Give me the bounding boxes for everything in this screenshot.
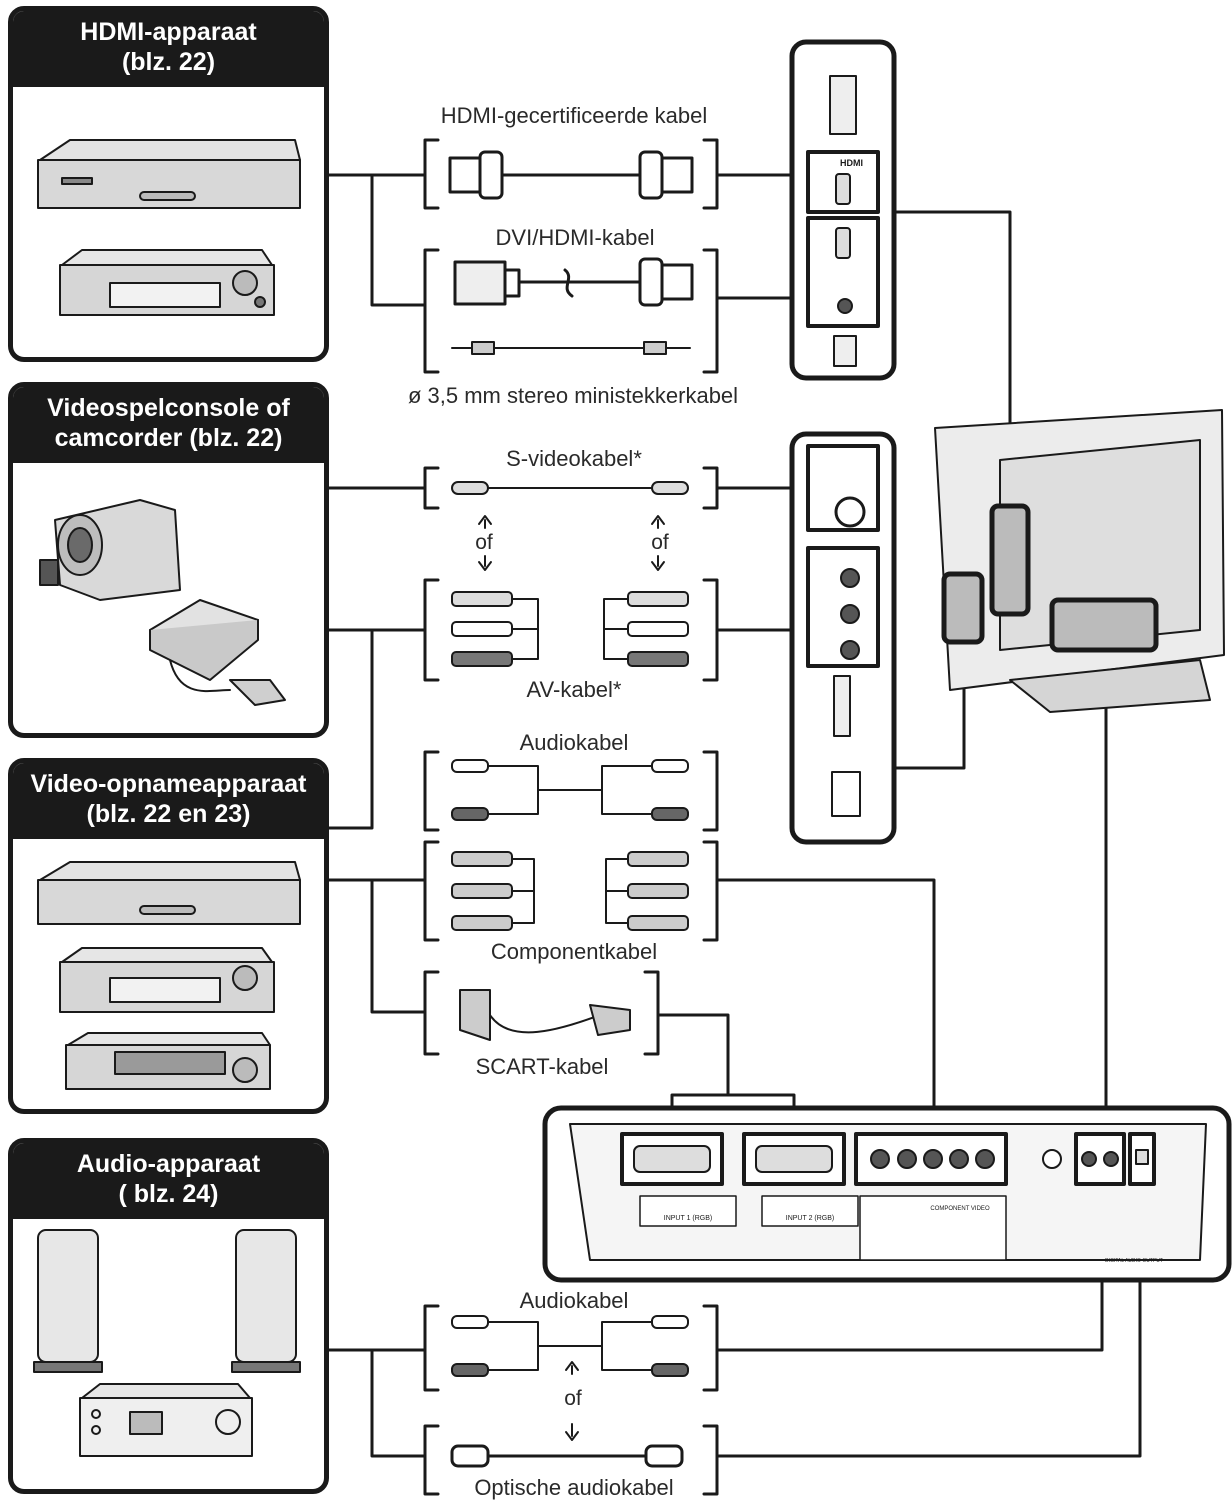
cable-brackets bbox=[423, 138, 719, 1496]
speaker-right-illustration bbox=[231, 1229, 301, 1373]
camcorder-illustration bbox=[39, 499, 181, 601]
scart-cable-drawing bbox=[459, 989, 631, 1041]
audio-top-cable-drawing bbox=[451, 759, 689, 821]
input1-label: INPUT 1 (RGB) bbox=[664, 1215, 713, 1222]
hdmi-device-title: HDMI-apparaat (blz. 22) bbox=[13, 11, 324, 87]
stereo-mini-cable-drawing bbox=[451, 341, 691, 355]
av-receiver-2-illustration bbox=[59, 947, 275, 1013]
audio-device-title: Audio-apparaat ( blz. 24) bbox=[13, 1143, 324, 1219]
game-console-illustration bbox=[149, 599, 286, 706]
game-console-title: Videospelconsole of camcorder (blz. 22) bbox=[13, 387, 324, 463]
audio-device-box: Audio-apparaat ( blz. 24) bbox=[8, 1138, 329, 1494]
hdmi-cable-drawing bbox=[448, 150, 694, 200]
or-label-svideo-left: of bbox=[475, 531, 493, 554]
panel-links bbox=[656, 173, 1142, 1458]
tv-bottom-panel bbox=[542, 1105, 1232, 1283]
svideo-cable-label: S-videokabel* bbox=[506, 446, 642, 471]
or-arrows bbox=[478, 515, 665, 1441]
connection-lines bbox=[327, 173, 427, 1458]
optical-cable-label: Optische audiokabel bbox=[474, 1475, 674, 1500]
component-cable-label: Componentkabel bbox=[490, 939, 658, 964]
speaker-left-illustration bbox=[33, 1229, 103, 1373]
av-cable-drawing bbox=[451, 591, 689, 667]
hdmi-certified-cable-label: HDMI-gecertificeerde kabel bbox=[440, 103, 708, 128]
video-recorder-title: Video-opnameapparaat (blz. 22 en 23) bbox=[13, 763, 324, 839]
tv-rear-illustration bbox=[934, 409, 1225, 713]
component-cable-drawing bbox=[451, 851, 689, 931]
or-label-svideo-right: of bbox=[651, 531, 669, 554]
amplifier-illustration bbox=[79, 1383, 253, 1457]
av-side-panel bbox=[789, 431, 897, 845]
stereo-mini-cable-label: ø 3,5 mm stereo ministekkerkabel bbox=[407, 383, 739, 408]
dvd-recorder-illustration bbox=[37, 139, 301, 209]
scart-cable-label: SCART-kabel bbox=[475, 1054, 609, 1079]
dvi-hdmi-cable-label: DVI/HDMI-kabel bbox=[495, 225, 655, 250]
audio-cable-bottom-label: Audiokabel bbox=[519, 1288, 629, 1313]
input2-label: INPUT 2 (RGB) bbox=[786, 1215, 835, 1222]
av-receiver-illustration bbox=[59, 249, 275, 316]
av-cable-label: AV-kabel* bbox=[526, 677, 622, 702]
dvd-recorder-2-illustration bbox=[37, 861, 301, 925]
audio-cable-top-label: Audiokabel bbox=[519, 730, 629, 755]
digital-audio-label: DIGITAL AUDIO OUTPUT bbox=[1105, 1258, 1163, 1264]
component-video-label: COMPONENT VIDEO bbox=[930, 1206, 990, 1212]
vcr-illustration bbox=[65, 1032, 271, 1090]
svideo-cable-drawing bbox=[451, 481, 689, 495]
hdmi-side-panel bbox=[789, 39, 897, 381]
dvi-hdmi-cable-drawing bbox=[453, 257, 694, 307]
optical-cable-drawing bbox=[450, 1444, 684, 1468]
hdmi-badge-label: HDMI bbox=[840, 158, 863, 168]
audio-bottom-cable-drawing bbox=[451, 1315, 689, 1377]
or-label-audio: of bbox=[564, 1387, 582, 1410]
